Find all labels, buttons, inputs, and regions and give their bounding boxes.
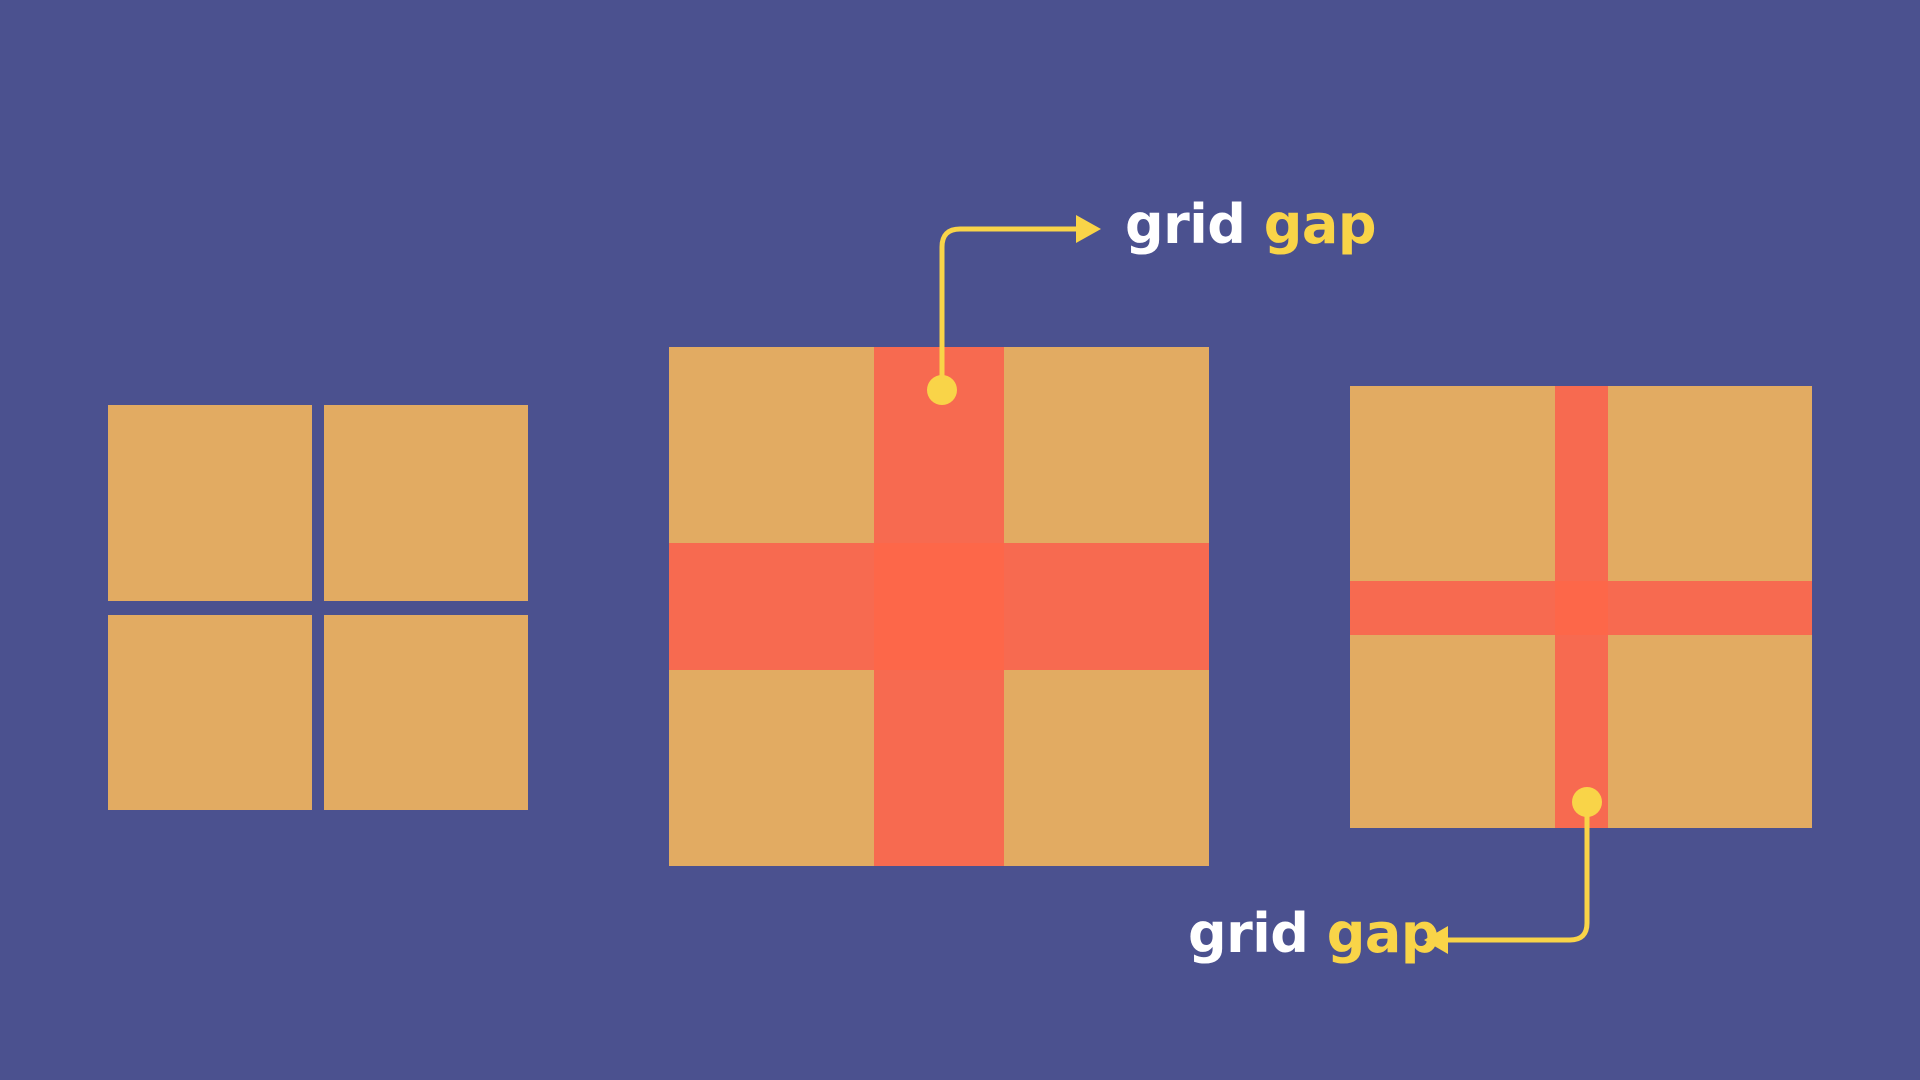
grid-plain-cell xyxy=(324,615,528,810)
callout-word-grid: grid xyxy=(1125,193,1246,256)
grid-small-cell xyxy=(1350,386,1555,581)
callout-label-bottom: grid gap xyxy=(1188,907,1440,961)
callout-label-top: grid gap xyxy=(1125,198,1377,252)
callout-word-grid: grid xyxy=(1188,902,1309,965)
grid-plain-cell xyxy=(324,405,528,601)
callout-word-gap: gap xyxy=(1326,902,1440,965)
grid-large-cell xyxy=(1004,670,1209,866)
grid-small-cell xyxy=(1350,635,1555,828)
grid-large-cell xyxy=(669,670,874,866)
grid-large-cell xyxy=(1004,347,1209,543)
grid-small-cell xyxy=(1608,386,1812,581)
grid-plain-cell xyxy=(108,615,312,810)
callout-word-gap: gap xyxy=(1263,193,1377,256)
grid-large-cell xyxy=(669,347,874,543)
arrow-right-icon xyxy=(1076,215,1101,243)
gap-intersection xyxy=(874,543,1004,670)
gap-intersection xyxy=(1555,581,1608,635)
grid-small-cell xyxy=(1608,635,1812,828)
grid-plain-cell xyxy=(108,405,312,601)
